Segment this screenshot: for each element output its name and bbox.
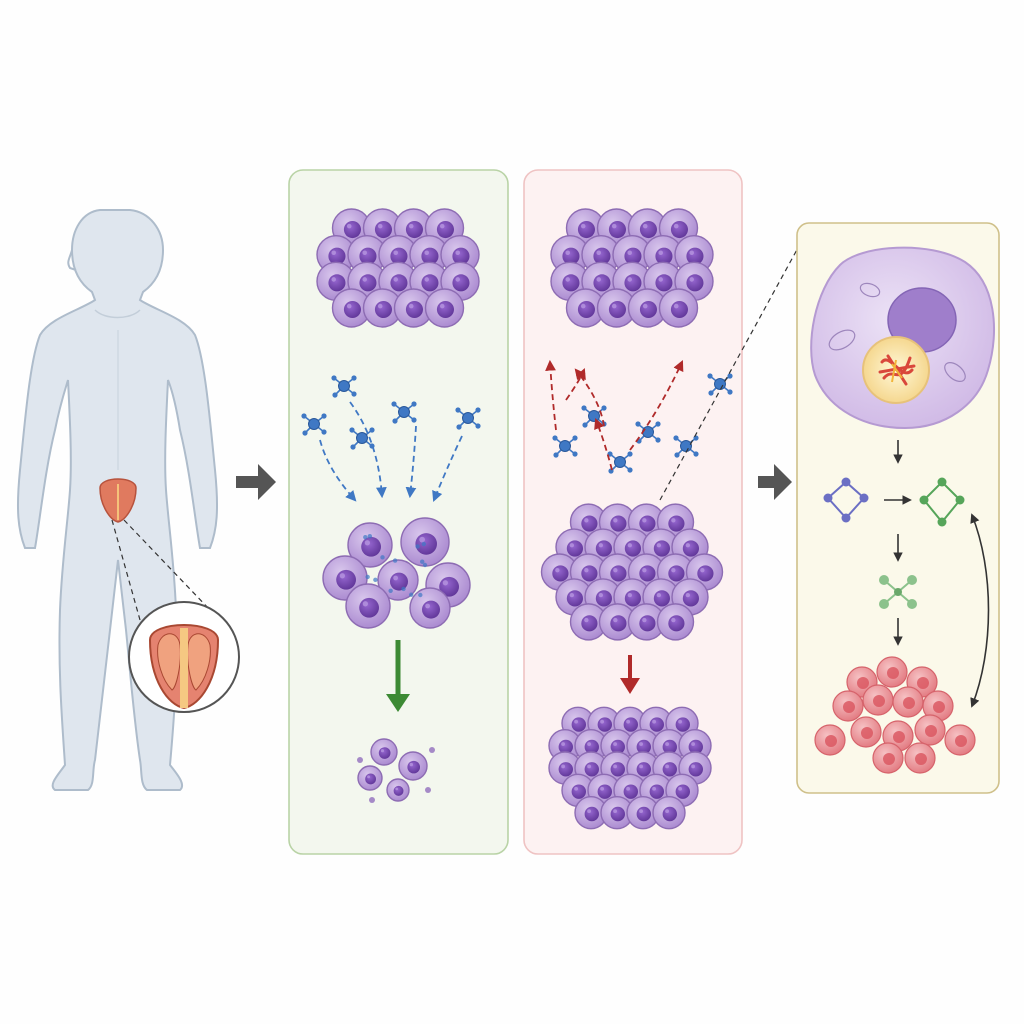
drug-molecule-group [552,373,733,474]
drug-molecule-icon [607,451,633,474]
cell [409,587,451,629]
cell [386,778,410,802]
cell [574,796,608,830]
red-cell [876,656,908,688]
dashed-arrow [432,435,463,503]
dashed-arrow [319,439,357,502]
cell [598,603,637,641]
cell-cluster-resistant [540,503,724,641]
cell [424,288,465,328]
cell [393,288,434,328]
arrow-green-head [386,694,410,712]
drug-molecule-group [301,375,481,450]
cell [596,288,637,328]
flow-arrow-2 [758,464,792,500]
drug-efflux-arrows [545,359,684,471]
cell [652,796,686,830]
cell [357,765,383,791]
drug-molecule-icon [391,401,417,424]
drug-molecule-icon [707,373,733,396]
dashed-arrow [629,360,684,451]
drug-molecule-icon [455,407,481,430]
dna-damage-icon [862,336,930,404]
panel-sensitive [288,169,509,855]
cell-cluster-icon [550,208,714,328]
dashed-arrow [349,401,387,499]
red-cell [914,714,946,746]
dashed-arrow [545,359,557,431]
drug-molecule-icon [331,375,357,398]
drug-molecule-icon [673,435,699,458]
red-cell [872,742,904,774]
signaling-hub-icon [879,575,917,609]
cell-cluster-regrowth [548,706,712,830]
cell [658,288,699,328]
red-cell [892,686,924,718]
dashed-arrow [405,425,417,499]
cell [627,603,666,641]
drug-molecule-icon [349,427,375,450]
cell [377,559,419,601]
cell [626,796,660,830]
flow-arrow-1 [236,464,276,500]
signaling-network-icon [823,477,869,523]
red-cell [862,684,894,716]
signaling-network-activated-icon [919,477,965,527]
cell-cluster-dying [322,517,471,629]
proliferating-cells-icon [814,656,976,774]
red-cell [814,724,846,756]
drug-molecule-icon [552,435,578,458]
cell-debris [357,738,435,803]
red-cell [922,690,954,722]
cell [345,583,391,629]
cell [362,288,403,328]
feedback-arrow [970,513,990,708]
prostate-icon [99,478,137,523]
cell [656,603,695,641]
red-cell [904,742,936,774]
red-cell [944,724,976,756]
drug-molecule-icon [301,413,327,436]
zoom-callout [111,519,240,713]
cell [398,751,428,781]
cell [400,517,450,567]
red-cell [832,690,864,722]
cell [370,738,398,766]
red-cell [850,716,882,748]
drug-uptake-arrows [319,401,463,503]
dashed-arrow [594,417,613,471]
arrow-red-head [620,678,640,694]
cell-cluster-icon [316,208,480,328]
drug-molecule-icon [635,421,661,444]
